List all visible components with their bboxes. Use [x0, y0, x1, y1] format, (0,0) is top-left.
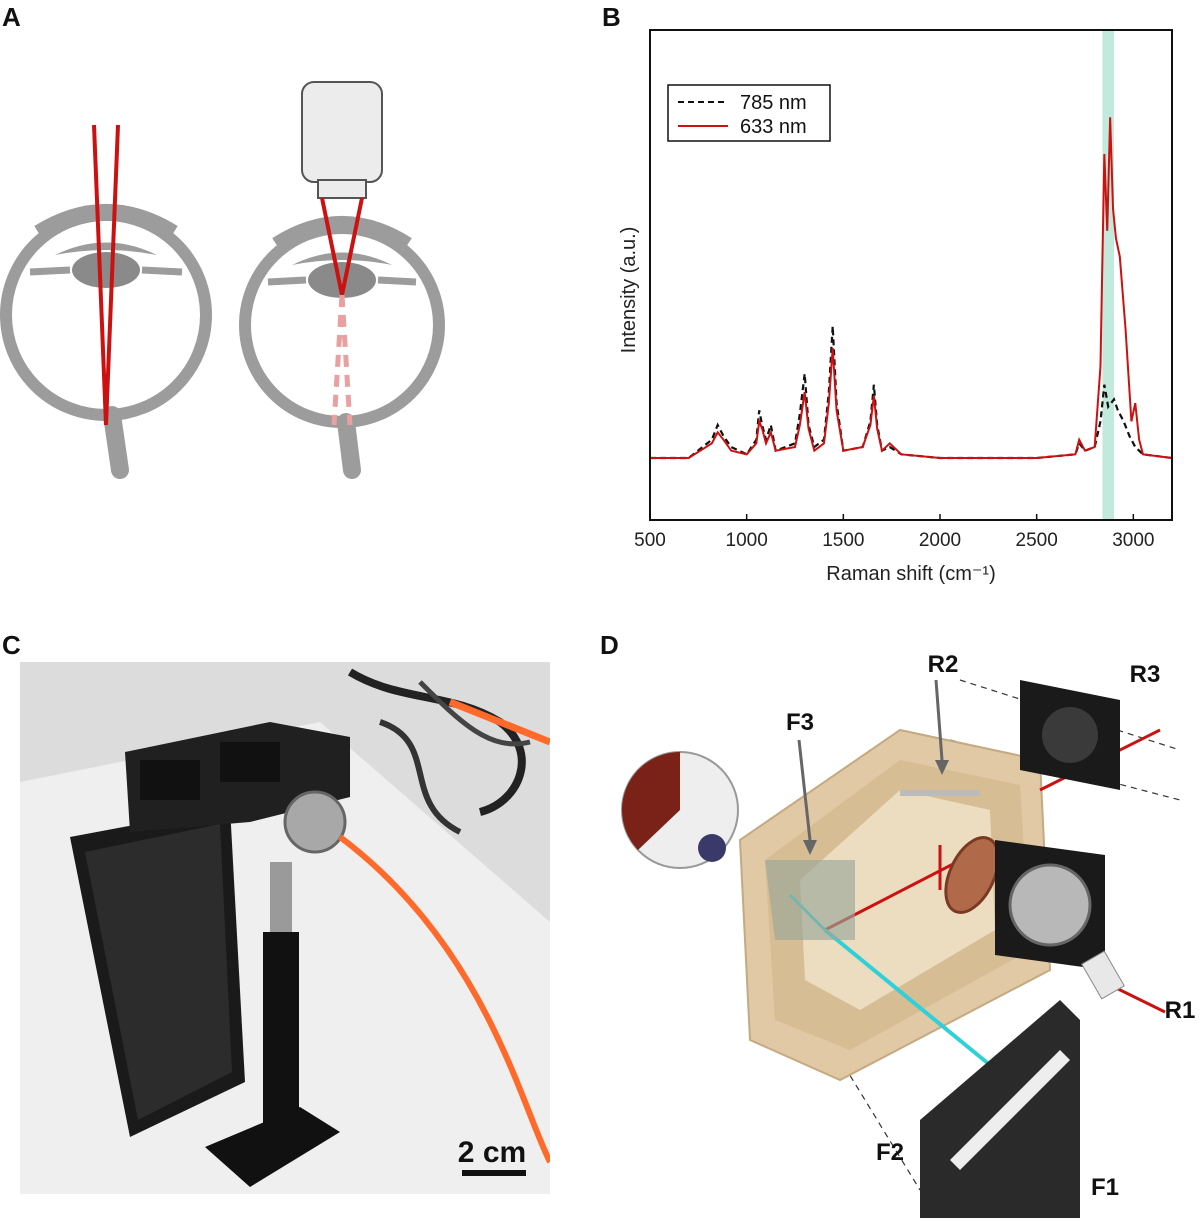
series-line-633-nm [650, 117, 1173, 459]
eye-diagram-svg [0, 81, 445, 479]
fiber-connector [283, 790, 347, 854]
panel-d-optical-schematic: F3 R2 R3 R1 F2 F1 [600, 640, 1200, 1218]
x-ticks: 500 1000 1500 2000 2500 3000 [634, 514, 1154, 551]
panel-a-letter: A [2, 2, 21, 32]
objective-lens-tip [317, 179, 367, 199]
schematic-svg: F3 R2 R3 R1 F2 F1 [621, 651, 1196, 1218]
scale-bar [462, 1170, 526, 1176]
series-layer [650, 117, 1173, 460]
x-tick-label: 1500 [822, 530, 864, 551]
post-holder [263, 932, 299, 1132]
panel-b-letter: B [602, 2, 621, 32]
cyan-beam [823, 928, 992, 1067]
panel-b-raman-chart: 500 1000 1500 2000 2500 3000 Raman shift (cm⁻… [600, 0, 1200, 600]
legend: 785 nm 633 nm [667, 84, 831, 142]
fiber-adapter [1008, 863, 1092, 947]
panel-a-eye-diagrams [0, 30, 600, 490]
label-f1: F1 [1091, 1174, 1119, 1201]
optical-fiber [338, 834, 553, 1164]
mirror-r2 [900, 790, 980, 796]
base-plate [205, 1107, 340, 1187]
label-r1: R1 [1165, 997, 1196, 1024]
legend-label-785: 785 nm [740, 92, 807, 114]
eye-right [239, 81, 445, 479]
x-tick-label: 3000 [1112, 530, 1154, 551]
label-f2: F2 [876, 1139, 904, 1166]
red-beam-r1 [1109, 983, 1166, 1014]
eye-left [0, 124, 212, 479]
legend-label-633: 633 nm [740, 116, 807, 138]
raman-chart-svg: 500 1000 1500 2000 2500 3000 Raman shift (cm⁻… [618, 29, 1173, 585]
label-f3: F3 [786, 709, 814, 736]
scale-bar-label: 2 cm [458, 1136, 526, 1169]
panel-d-letter: D [600, 630, 619, 660]
label-r2: R2 [928, 651, 959, 678]
x-tick-label: 2000 [919, 530, 961, 551]
series-line-785-nm [650, 326, 1173, 460]
filter-f3 [765, 860, 855, 940]
x-axis-label: Raman shift (cm⁻¹) [826, 563, 995, 585]
label-r3: R3 [1130, 661, 1161, 688]
x-tick-label: 2500 [1016, 530, 1058, 551]
device-photo-svg: 2 cm [20, 662, 553, 1194]
detector-f1 [920, 1000, 1080, 1218]
plot-frame [649, 29, 1173, 521]
y-axis-label: Intensity (a.u.) [618, 227, 640, 354]
panel-c-letter: C [2, 630, 21, 660]
objective-lens-body [301, 81, 383, 183]
highlight-band [1102, 30, 1114, 520]
legend-box [667, 84, 831, 142]
x-tick-label: 1000 [726, 530, 768, 551]
lens [944, 836, 1000, 914]
panel-c-device-photo: 2 cm [20, 662, 553, 1194]
x-tick-label: 500 [634, 530, 666, 551]
